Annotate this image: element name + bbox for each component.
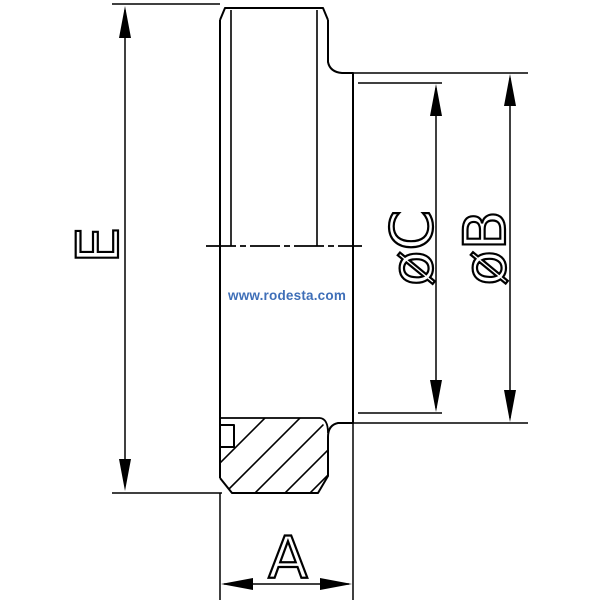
part-outline xyxy=(206,7,362,494)
extension-lines xyxy=(112,3,528,600)
dimension-label-c: øC xyxy=(378,210,446,286)
dimension-label-a: A xyxy=(268,524,308,592)
dimension-label-e: E xyxy=(64,227,132,264)
section-hatching xyxy=(220,418,328,493)
watermark-text: www.rodesta.com xyxy=(228,288,347,303)
dimension-label-b: øB xyxy=(451,210,519,285)
dimension-lines xyxy=(119,6,516,590)
